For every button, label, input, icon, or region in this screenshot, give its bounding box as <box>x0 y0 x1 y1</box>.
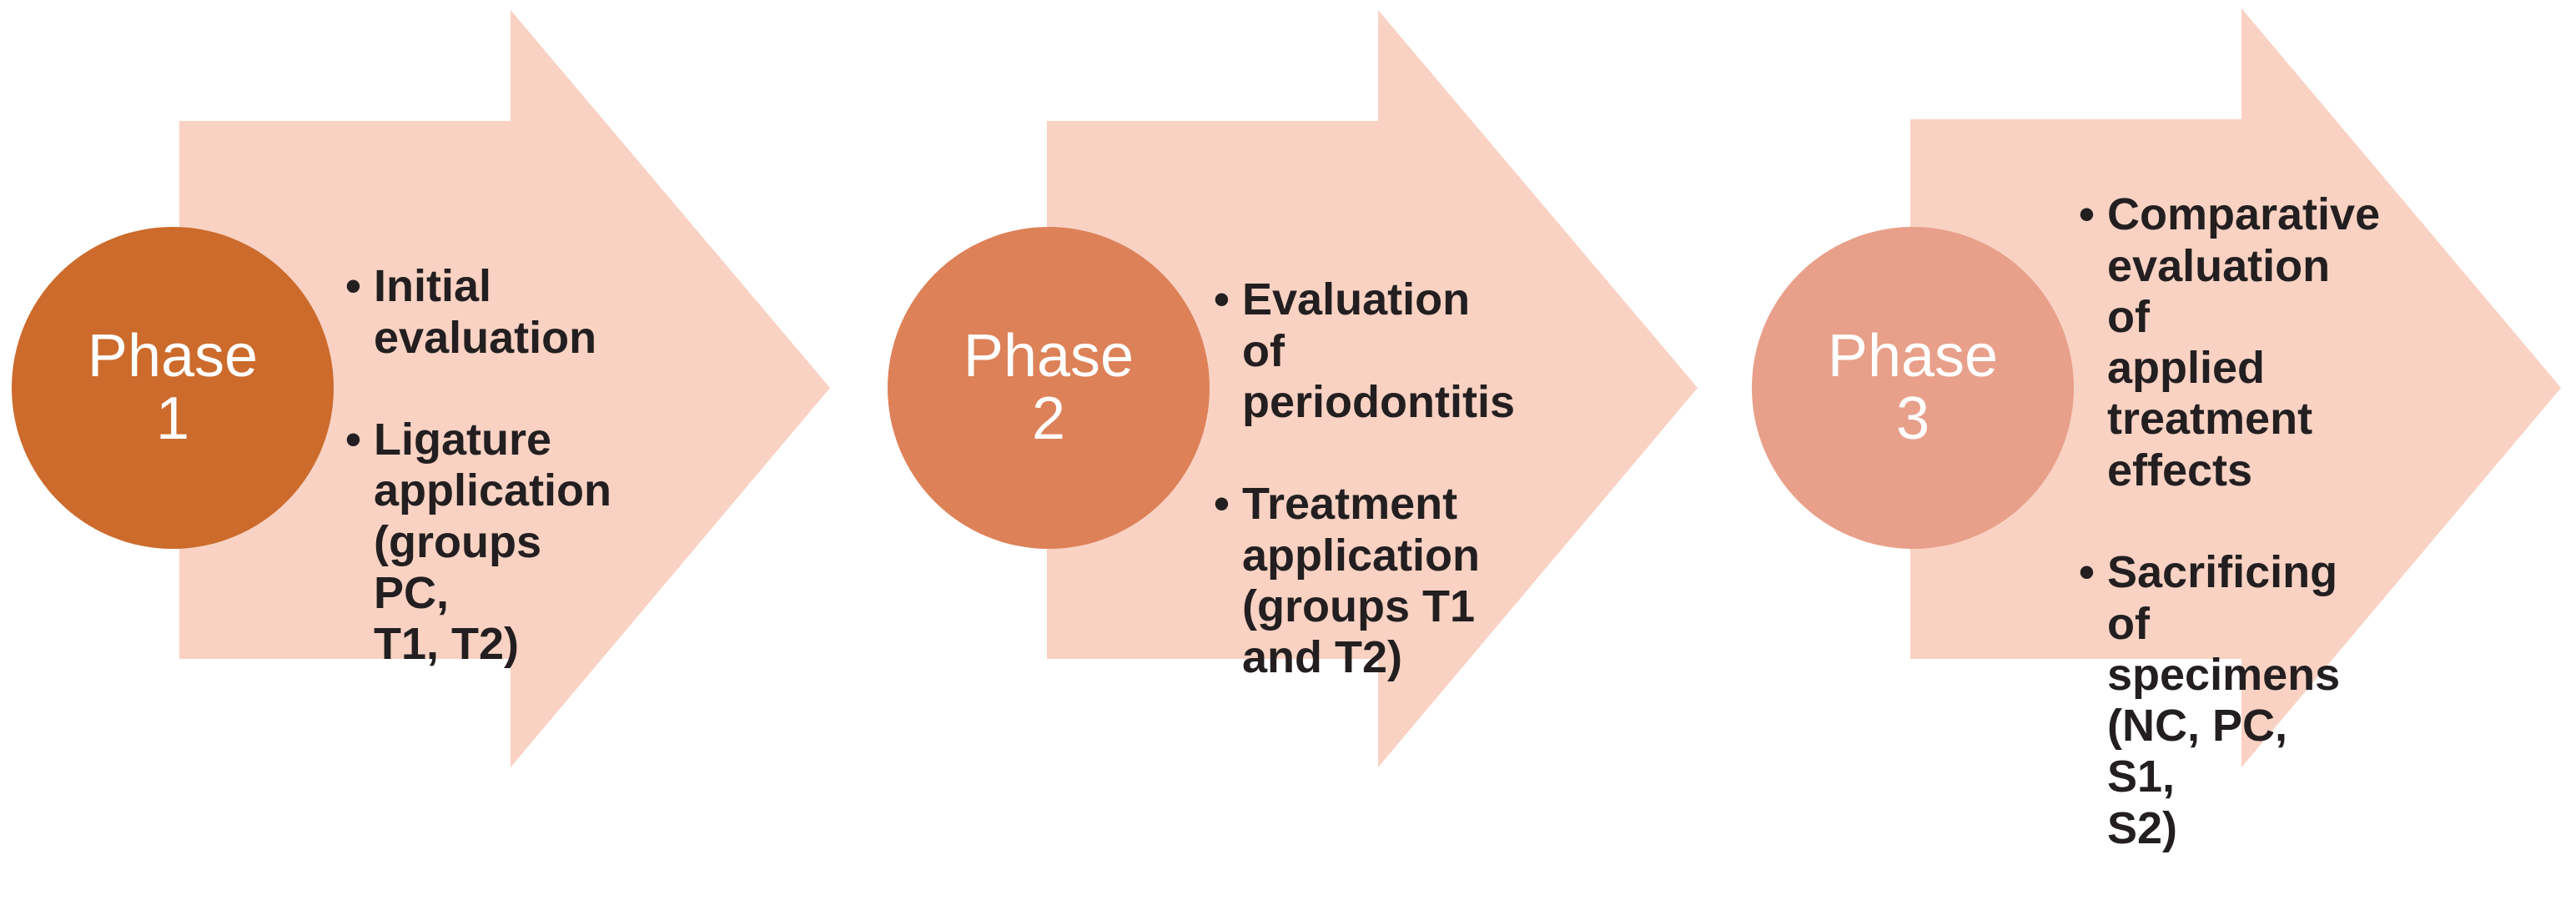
bullet-icon: • <box>345 415 361 465</box>
phase-arrow-3 <box>1910 8 2561 767</box>
bullet-text: Ligature application (groups PC, T1, T2) <box>374 415 612 670</box>
list-item: • Sacrificing of specimens (NC, PC, S1, … <box>2079 547 2354 854</box>
phase-group-1: Phase 1 • Initial evaluation • Ligature … <box>12 210 611 721</box>
bullet-text: Comparative evaluation of applied treatm… <box>2107 189 2381 495</box>
phase-group-3: Phase 3 • Comparative evaluation of appl… <box>1752 189 2380 853</box>
list-item: • Initial evaluation <box>345 261 596 364</box>
bullet-text: Evaluation of periodontitis <box>1242 274 1515 427</box>
bullet-icon: • <box>345 261 361 312</box>
phase-circle-1[interactable]: Phase 1 <box>12 227 334 549</box>
bullet-icon: • <box>1214 479 1230 530</box>
list-item: • Comparative evaluation of applied trea… <box>2079 189 2380 496</box>
phase-circle-number: 3 <box>1895 385 1930 452</box>
arrow-shapes-layer <box>179 8 2561 767</box>
list-item: • Ligature application (groups PC, T1, T… <box>345 415 611 670</box>
phase-circle-2[interactable]: Phase 2 <box>888 227 1210 549</box>
phase-arrow-2 <box>1047 10 1698 767</box>
phase-arrow-1 <box>179 10 830 767</box>
phase-bullets-1: • Initial evaluation • Ligature applicat… <box>345 210 611 721</box>
phase-group-2: Phase 2 • Evaluation of periodontitis • … <box>888 224 1515 735</box>
phase-circle-number: 2 <box>1031 385 1066 452</box>
list-item: • Evaluation of periodontitis <box>1214 274 1515 428</box>
phase-circle-label: Phase <box>87 323 259 390</box>
bullet-text: Treatment application (groups T1 and T2) <box>1242 479 1481 683</box>
phase-circle-label: Phase <box>1827 323 1999 390</box>
bullet-icon: • <box>2079 547 2095 598</box>
bullet-icon: • <box>2079 189 2095 240</box>
bullet-text: Sacrificing of specimens (NC, PC, S1, S2… <box>2107 547 2341 853</box>
phase-circle-number: 1 <box>155 385 190 452</box>
phase-bullets-3: • Comparative evaluation of applied trea… <box>2079 138 2380 905</box>
phase-bullets-2: • Evaluation of periodontitis • Treatmen… <box>1214 224 1515 735</box>
phase-circle-label: Phase <box>963 323 1135 390</box>
bullet-icon: • <box>1214 274 1230 325</box>
phase-circle-3[interactable]: Phase 3 <box>1752 227 2074 549</box>
list-item: • Treatment application (groups T1 and T… <box>1214 479 1481 683</box>
diagram-canvas: Phase 1 • Initial evaluation • Ligature … <box>12 8 2561 853</box>
bullet-text: Initial evaluation <box>374 261 597 363</box>
